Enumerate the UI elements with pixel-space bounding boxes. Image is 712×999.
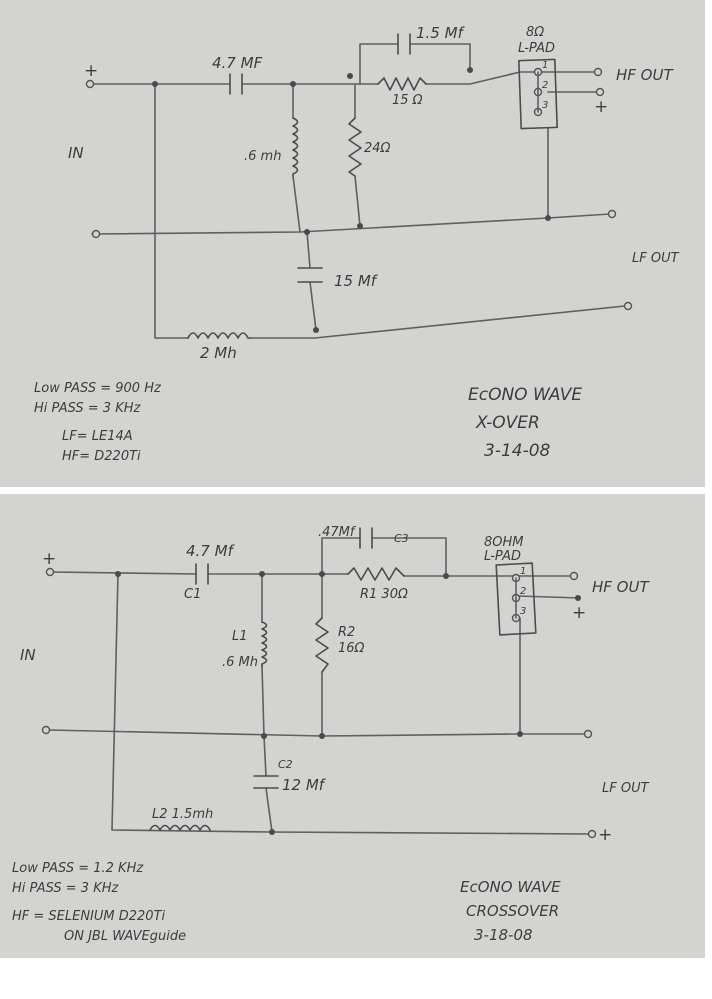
title-date-sheet2: 3-18-08 [474, 926, 533, 944]
lpad-name-label-1: L-PAD [518, 41, 555, 56]
note-low-pass-2: Low PASS = 1.2 KHz [12, 861, 144, 876]
lpad-box-1 [518, 58, 558, 130]
c2-name-label: C2 [278, 758, 293, 771]
c1-capacitor-2 [195, 563, 209, 585]
wires-1 [91, 43, 626, 339]
note-hi-pass-2: Hi PASS = 3 KHz [12, 881, 120, 896]
hf-out-label-2: HF OUT [592, 578, 650, 596]
r2-resistor [315, 617, 329, 673]
lpad-terminal-3: 3 [542, 100, 548, 111]
c3-value-label: .47Mf [318, 525, 357, 540]
lpad-name-label-2: L-PAD [484, 549, 521, 564]
l2-label: L2 1.5mh [152, 807, 213, 822]
l2-inductor [187, 332, 251, 339]
c-bypass-capacitor [397, 33, 411, 55]
l1-inductor [292, 117, 299, 177]
note-hf-driver-1: HF= D220Ti [62, 449, 141, 464]
r-shunt-resistor [348, 117, 362, 177]
note-lf-driver-1: LF= LE14A [62, 429, 133, 444]
lpad-ohms-label-1: 8Ω [526, 25, 544, 40]
schematic-drawing-1: + IN 4.7 MF 1.5 Mf 15 Ω 24Ω .6 mh 15 Mf … [34, 24, 680, 464]
lf-out-label-2: LF OUT [602, 781, 650, 796]
c-bypass-value-label: 1.5 Mf [416, 24, 466, 42]
input-plus-label-2: + [42, 549, 56, 569]
c2-value-label: 12 Mf [282, 776, 327, 794]
l2-inductor-2 [149, 824, 211, 831]
c1-capacitor [229, 73, 243, 95]
lf-plus-label-2: + [598, 825, 612, 845]
note-waveguide-2: ON JBL WAVEguide [64, 929, 186, 944]
note-low-pass-1: Low PASS = 900 Hz [34, 381, 162, 396]
input-label-1: IN [68, 144, 84, 162]
hf-plus-label-1: + [594, 97, 608, 117]
l1-inductor-2 [261, 621, 268, 667]
c-lf-value-label: 15 Mf [334, 272, 379, 290]
r1-label: R1 30Ω [360, 587, 408, 602]
l1-value-label: .6 mh [244, 149, 281, 164]
hf-out-label-1: HF OUT [616, 66, 674, 84]
l2-value-label: 2 Mh [200, 344, 237, 362]
title-date-sheet1: 3-14-08 [484, 441, 551, 461]
lpad-terminal-2-2: 2 [520, 586, 526, 597]
lpad-terminal-3-2: 3 [520, 606, 526, 617]
c-lf-capacitor [297, 267, 323, 283]
r1-resistor [347, 567, 405, 581]
lpad-box-2 [495, 562, 537, 636]
l1-value-label-2: .6 Mh [222, 655, 258, 670]
lpad-terminal-1: 1 [542, 60, 548, 71]
lpad-terminal-2: 2 [542, 80, 548, 91]
terminals-2 [41, 567, 597, 839]
r2-name-label: R2 [338, 625, 355, 640]
input-plus-label-1: + [84, 61, 98, 81]
r-shunt-value-label: 24Ω [364, 141, 391, 156]
r2-value-label: 16Ω [338, 641, 365, 656]
c1-value-label-2: 4.7 Mf [186, 542, 236, 560]
schematic-drawing-2: + IN 4.7 Mf C1 .47Mf C3 R1 30Ω R2 16Ω L1… [12, 525, 650, 944]
c2-capacitor [253, 775, 279, 789]
r-series-value-label: 15 Ω [392, 93, 423, 108]
lpad-ohms-label-2: 8OHM [484, 535, 524, 550]
title-line-2-sheet1: X-OVER [475, 413, 540, 433]
lf-out-label-1: LF OUT [632, 251, 680, 266]
junctions-1 [152, 67, 551, 333]
l1-name-label: L1 [232, 629, 248, 644]
title-line-2-sheet2: CROSSOVER [466, 902, 559, 920]
lpad-terminal-1-2: 1 [520, 566, 526, 577]
c3-name-label: C3 [394, 532, 409, 545]
title-line-1-sheet2: EcONO WAVE [460, 878, 561, 896]
junctions-2 [115, 571, 581, 835]
c1-value-label: 4.7 MF [212, 54, 263, 72]
r-series-resistor [377, 77, 427, 91]
schematic-sheet-crossover: + IN 4.7 Mf C1 .47Mf C3 R1 30Ω R2 16Ω L1… [0, 494, 705, 958]
c3-capacitor [359, 527, 373, 549]
note-hf-driver-2: HF = SELENIUM D220Ti [12, 909, 166, 924]
hf-plus-label-2: + [572, 603, 586, 623]
schematic-sheet-x-over: + IN 4.7 MF 1.5 Mf 15 Ω 24Ω .6 mh 15 Mf … [0, 0, 705, 487]
input-label-2: IN [20, 646, 36, 664]
terminals-1 [85, 67, 633, 311]
c1-name-label: C1 [184, 587, 201, 602]
note-hi-pass-1: Hi PASS = 3 KHz [34, 401, 142, 416]
title-line-1-sheet1: EcONO WAVE [468, 385, 582, 405]
